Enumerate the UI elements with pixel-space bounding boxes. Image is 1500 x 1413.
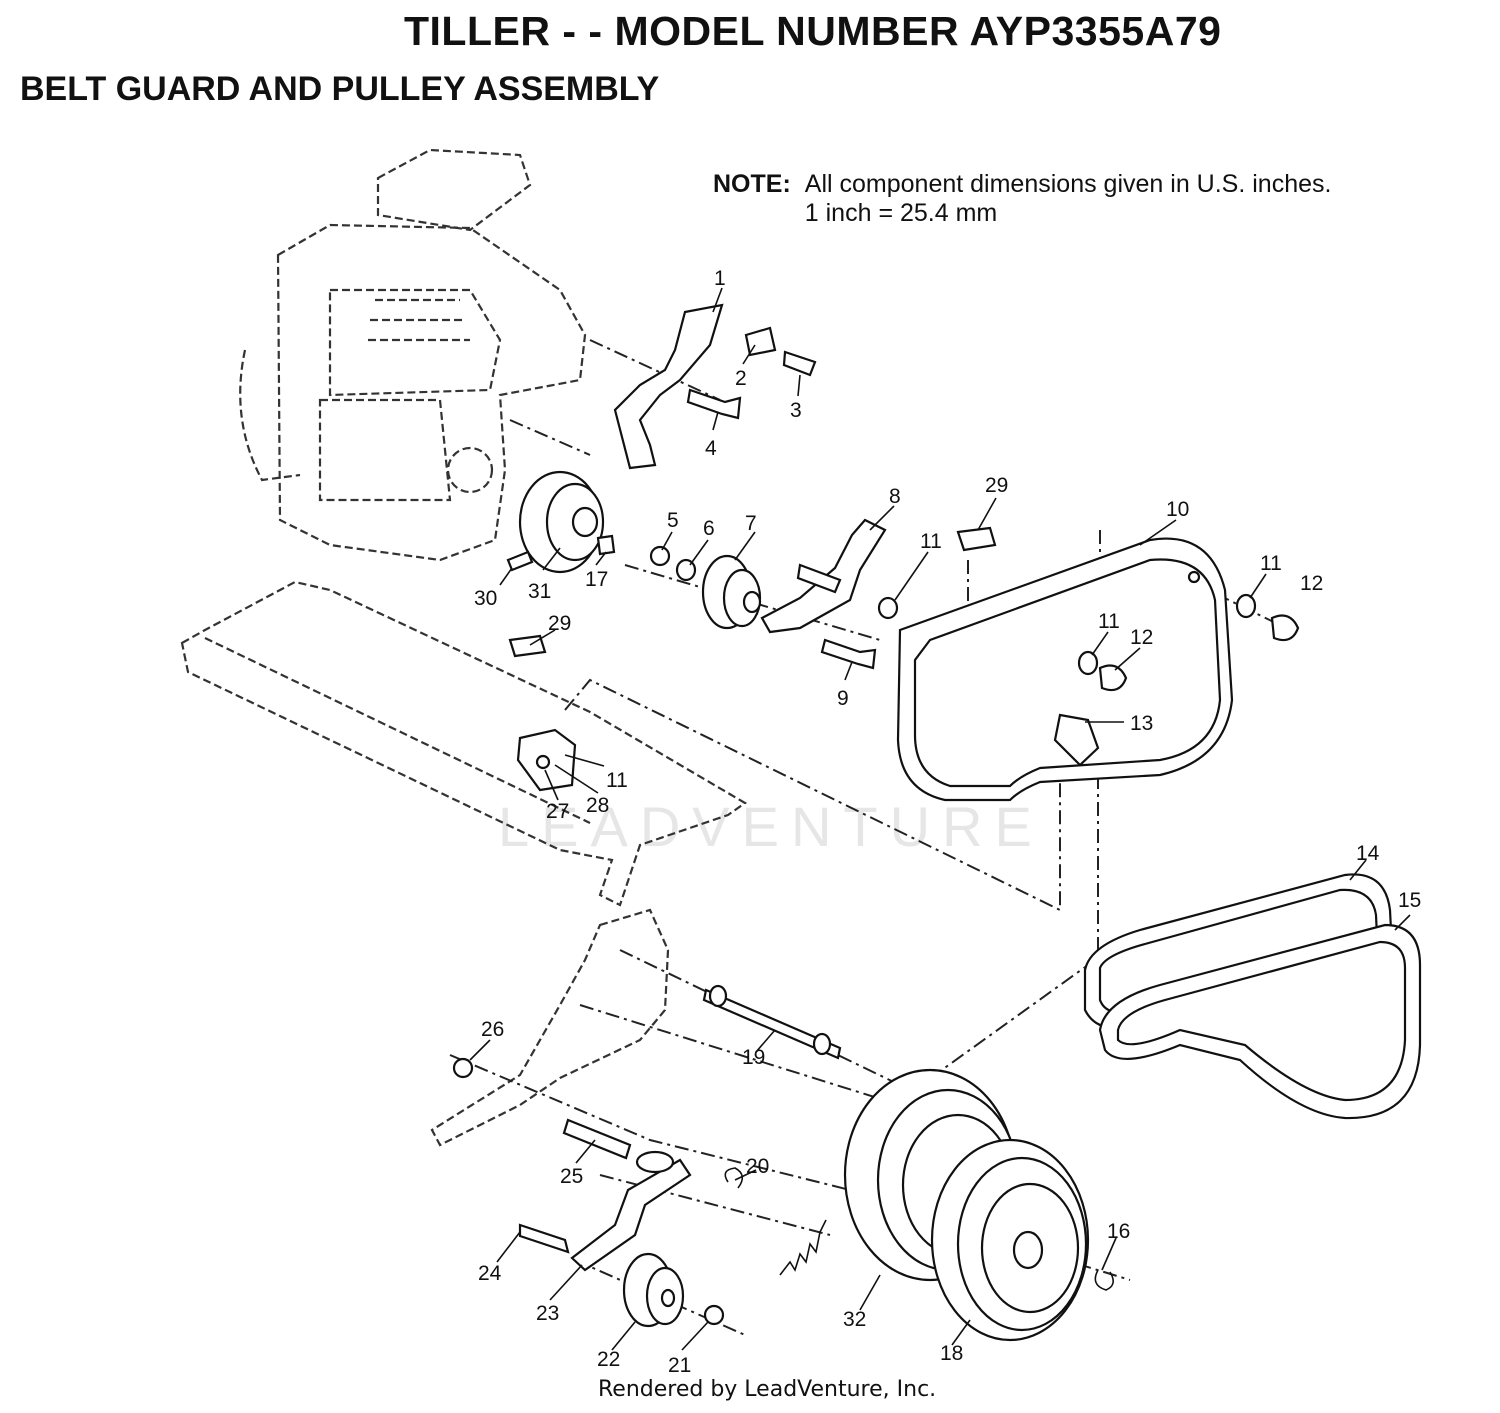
page-title: TILLER - - MODEL NUMBER AYP3355A79	[404, 8, 1222, 54]
callout-22: 22	[597, 1348, 620, 1371]
part-17-key	[596, 534, 616, 556]
note-line-1: All component dimensions given in U.S. i…	[804, 170, 1332, 198]
watermark: LEADVENTURE	[498, 795, 1044, 858]
part-16-snap-ring	[1094, 1269, 1114, 1291]
part-20-e-clip	[724, 1167, 744, 1189]
callout-11-c: 11	[1098, 610, 1120, 633]
part-29-clip-upper	[956, 526, 997, 552]
callout-32: 32	[843, 1308, 866, 1331]
note-label: NOTE:	[713, 170, 791, 198]
callout-31: 31	[528, 580, 551, 603]
part-25-spacer	[562, 1118, 632, 1160]
callout-15: 15	[1398, 889, 1421, 912]
callout-30: 30	[474, 587, 497, 610]
callout-18: 18	[940, 1342, 963, 1365]
part-26-nut	[452, 1057, 474, 1079]
callout-9: 9	[837, 687, 849, 710]
part-18-pulley	[930, 1138, 1090, 1342]
callout-4: 4	[705, 437, 717, 460]
callout-numbers: 1 2 3 4 5 6 7 8 29 10 11 11 12 11 12 13 …	[474, 267, 1421, 1377]
callout-24: 24	[478, 1262, 502, 1285]
callout-29-lower: 29	[548, 612, 571, 635]
part-23-bracket-boss	[635, 1150, 675, 1174]
callout-1: 1	[714, 267, 726, 290]
dimension-note: NOTE: All component dimensions given in U…	[713, 170, 1331, 228]
part-11-washer-a	[877, 596, 899, 620]
part-5-washer	[649, 545, 671, 567]
callout-16: 16	[1107, 1220, 1130, 1243]
part-11-washer-c	[1077, 650, 1099, 676]
callout-11-b: 11	[1260, 552, 1282, 575]
part-20-spring	[779, 1219, 827, 1276]
callout-20: 20	[746, 1155, 769, 1178]
callout-2: 2	[735, 367, 747, 390]
callout-10: 10	[1166, 498, 1189, 521]
callout-21: 21	[668, 1354, 691, 1377]
tine-shield-outline	[180, 580, 748, 907]
callout-27: 27	[546, 800, 569, 823]
part-21-nut	[703, 1304, 725, 1326]
part-1-mount-bracket	[613, 303, 724, 470]
engine-outline	[239, 148, 587, 562]
callout-11-a: 11	[920, 530, 942, 553]
callout-5: 5	[667, 509, 679, 532]
part-11-washer-b	[1235, 593, 1257, 619]
callout-23: 23	[536, 1302, 559, 1325]
callout-29-upper: 29	[985, 474, 1008, 497]
part-3-screw	[782, 350, 817, 377]
callout-8: 8	[889, 485, 901, 508]
leader-lines	[469, 287, 1411, 1351]
callout-12-b: 12	[1130, 626, 1153, 649]
render-credit: Rendered by LeadVenture, Inc.	[598, 1377, 937, 1402]
callout-12-a: 12	[1300, 572, 1323, 595]
callout-25: 25	[560, 1165, 583, 1188]
part-15-belt	[1098, 923, 1422, 1120]
callout-11-d: 11	[606, 769, 628, 792]
part-23-idler-bracket	[570, 1158, 692, 1272]
part-8-idler-arm	[760, 518, 887, 634]
part-7-idler-pulley	[701, 554, 762, 630]
part-9-bolt	[820, 638, 877, 670]
part-19-nut-b	[812, 1032, 832, 1056]
note-line-2: 1 inch = 25.4 mm	[804, 199, 998, 227]
part-27-nut	[535, 754, 551, 770]
callout-28: 28	[586, 794, 609, 817]
callout-3: 3	[790, 399, 802, 422]
part-4-bolt	[686, 388, 742, 420]
part-13-carriage-bolt	[1053, 713, 1100, 767]
housing-bracket-outline	[430, 908, 670, 1147]
part-12-acorn-nut-a	[1270, 614, 1300, 642]
callout-7: 7	[745, 512, 757, 535]
section-title: BELT GUARD AND PULLEY ASSEMBLY	[20, 70, 660, 108]
part-22-idler-pulley	[622, 1252, 685, 1328]
part-19-nut-a	[708, 984, 728, 1008]
part-12-acorn-nut-b	[1098, 664, 1128, 692]
callout-17: 17	[585, 568, 608, 591]
callout-14: 14	[1356, 842, 1380, 865]
part-10-belt-guard	[896, 537, 1234, 802]
part-19-shaft	[702, 988, 842, 1060]
part-31-engine-pulley	[518, 470, 605, 574]
part-24-bolt	[518, 1223, 570, 1254]
callout-13: 13	[1130, 712, 1153, 735]
callout-26: 26	[481, 1018, 504, 1041]
callout-6: 6	[703, 517, 715, 540]
part-8-arm-shaft	[796, 563, 842, 594]
part-30-set-screw	[506, 550, 534, 572]
callout-19: 19	[742, 1046, 765, 1069]
